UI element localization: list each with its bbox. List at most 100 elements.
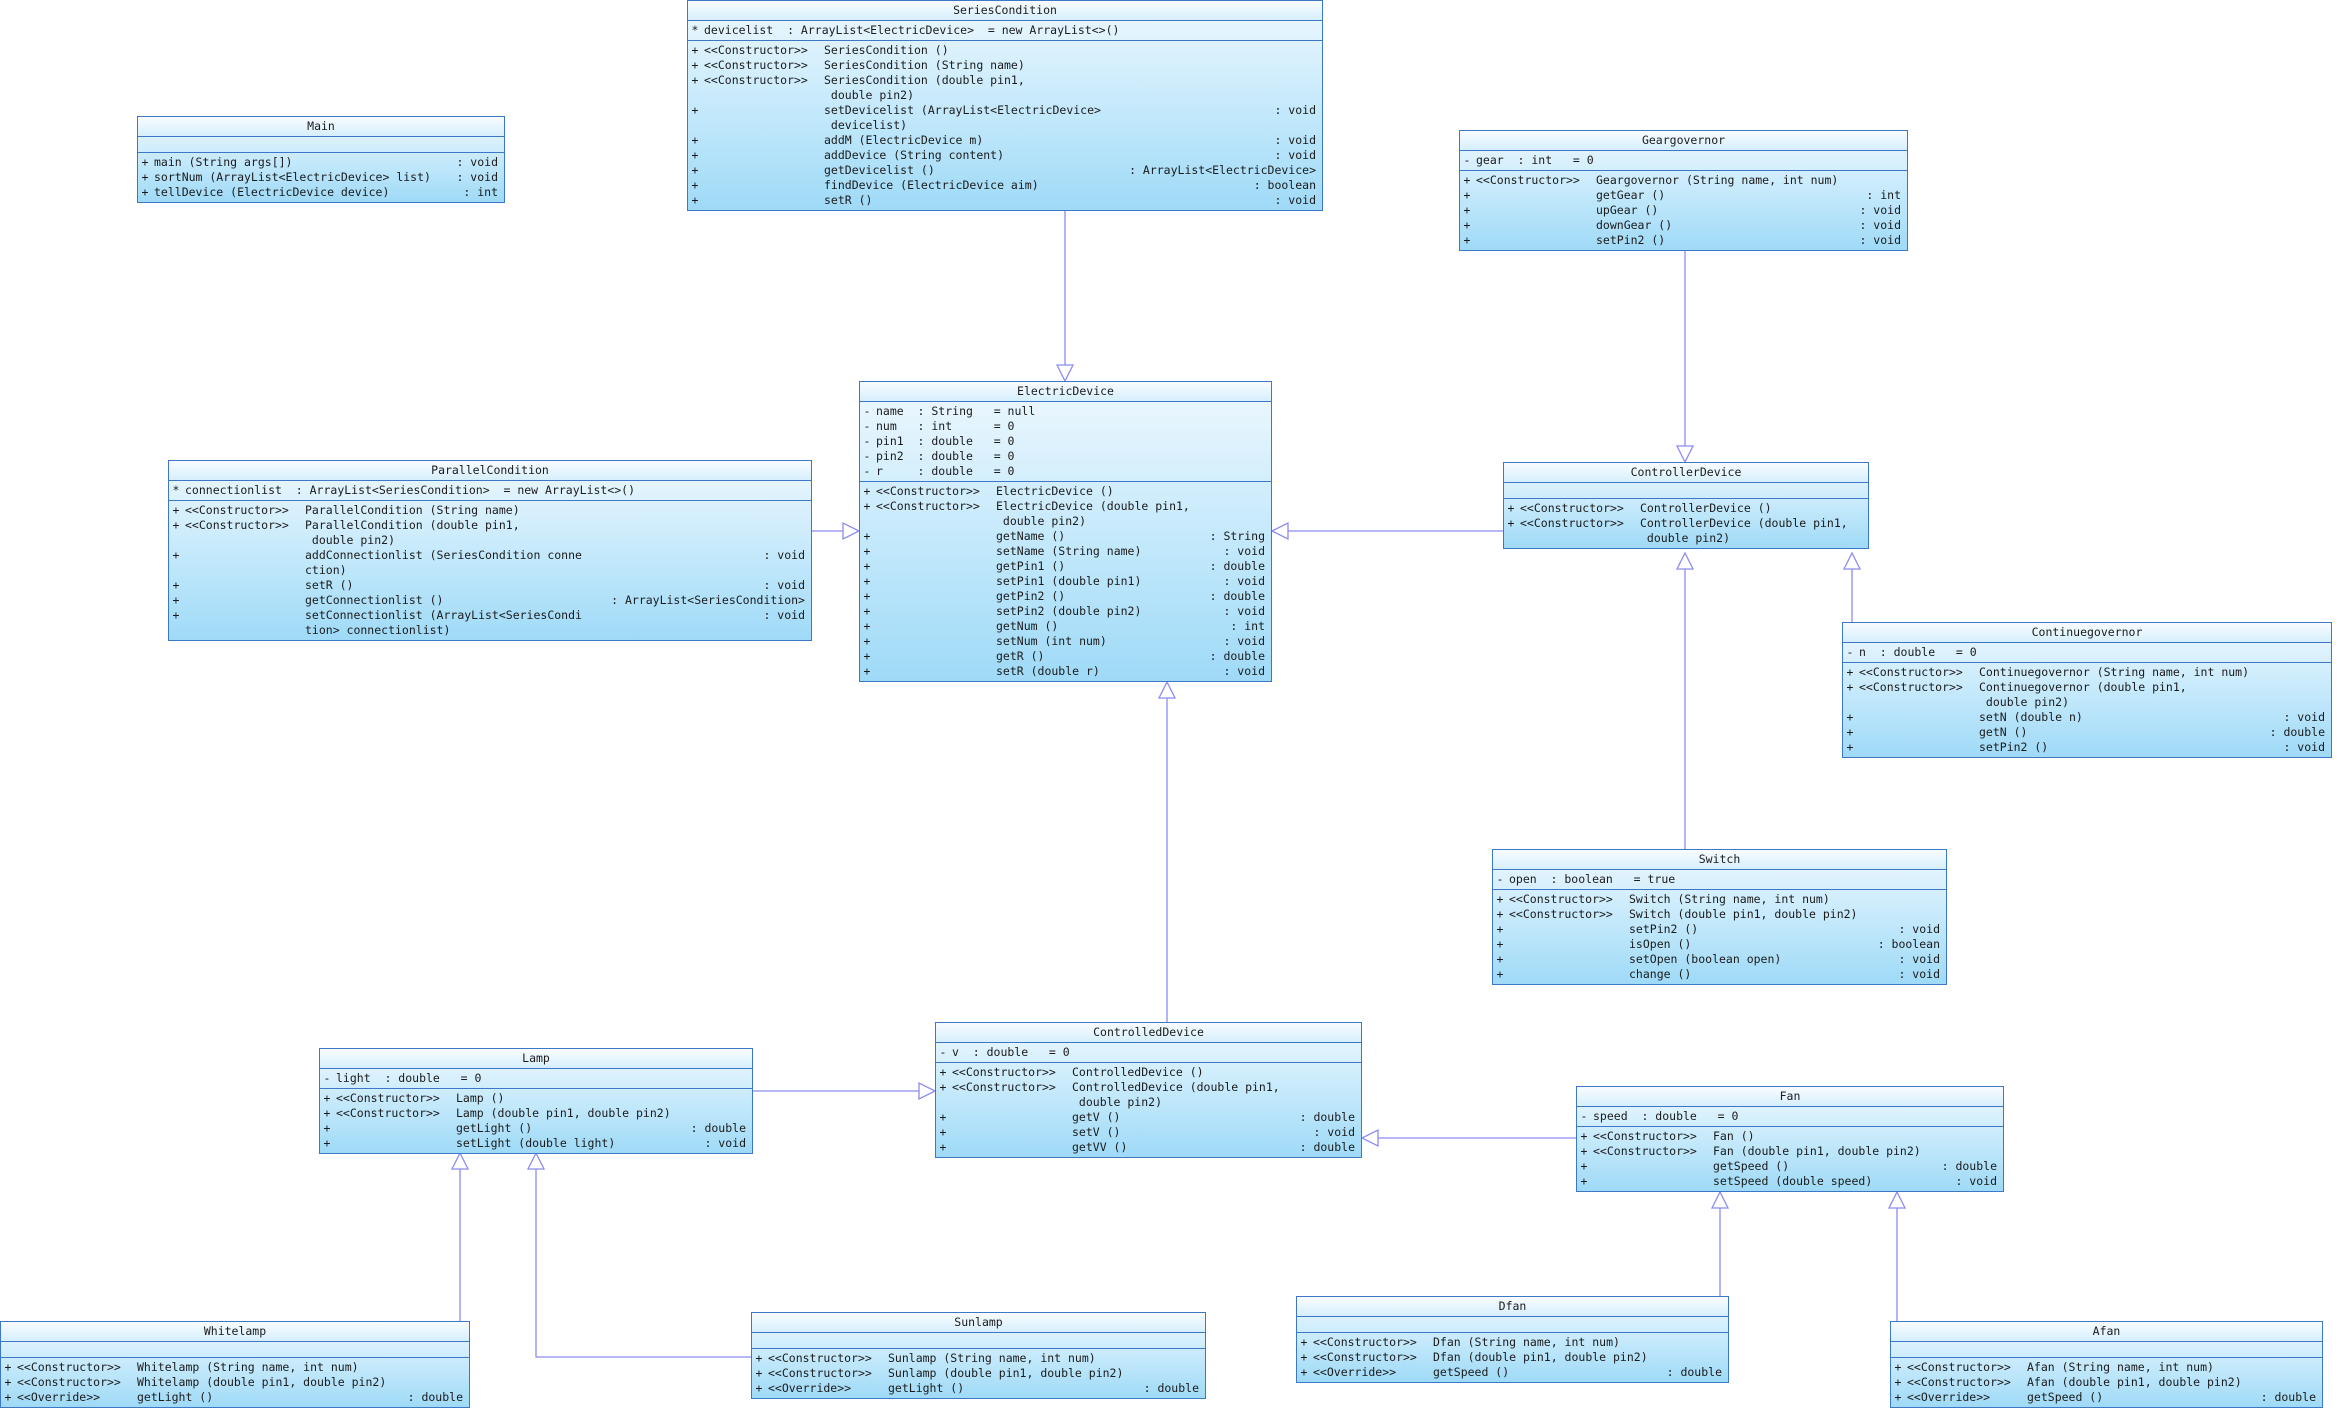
attributes-section: -gear : int = 0: [1460, 151, 1907, 171]
class-seriescondition[interactable]: SeriesCondition*devicelist : ArrayList<E…: [687, 0, 1323, 211]
class-switch[interactable]: Switch-open : boolean = true+<<Construct…: [1492, 849, 1947, 985]
return-type: : double: [1209, 589, 1265, 603]
class-parallelcondition[interactable]: ParallelCondition*connectionlist : Array…: [168, 460, 812, 641]
operation-row: +<<Constructor>>Sunlamp (double pin1, do…: [752, 1366, 1205, 1381]
generalization-arrowhead: [1887, 1190, 1907, 1209]
stereotype: <<Constructor>>: [1313, 1350, 1417, 1364]
operation-signature: getSpeed (): [1713, 1159, 1790, 1173]
attribute-row: -r : double = 0: [860, 464, 1271, 479]
operation-row: +setOpen (boolean open): void: [1493, 952, 1946, 967]
class-fan[interactable]: Fan-speed : double = 0+<<Constructor>>Fa…: [1576, 1086, 2004, 1192]
visibility-marker: +: [691, 193, 699, 207]
visibility-marker: +: [172, 548, 180, 562]
attributes-section: [1891, 1342, 2322, 1358]
visibility-marker: +: [691, 58, 699, 72]
class-electricdevice[interactable]: ElectricDevice-name : String = null-num …: [859, 381, 1272, 682]
visibility-marker: [169, 563, 183, 578]
return-type: : void: [1898, 967, 1940, 981]
return-type: : int: [1230, 619, 1265, 633]
class-continuegovernor[interactable]: Continuegovernor-n : double = 0+<<Constr…: [1842, 622, 2332, 758]
operation-row: double pin2): [169, 533, 811, 548]
return-type: [1355, 1095, 1361, 1110]
attribute-row: -n : double = 0: [1843, 645, 2331, 660]
operation-signature: setPin2 (): [1979, 740, 2049, 754]
visibility-marker: -: [939, 1045, 947, 1059]
operation-signature: ControlledDevice (): [1072, 1065, 1204, 1079]
visibility-marker: +: [1496, 952, 1504, 966]
operation-row: +getR (): double: [860, 649, 1271, 664]
operation-signature: upGear (): [1596, 203, 1659, 217]
attributes-section: -n : double = 0: [1843, 643, 2331, 663]
attributes-section: [1, 1342, 469, 1358]
class-controlleddevice[interactable]: ControlledDevice-v : double = 0+<<Constr…: [935, 1022, 1362, 1158]
operations-section: +<<Constructor>>Dfan (String name, int n…: [1297, 1333, 1728, 1382]
operation-signature: Whitelamp (String name, int num): [137, 1360, 359, 1374]
operation-signature: setSpeed (double speed): [1713, 1174, 1873, 1188]
return-type: [1355, 1080, 1361, 1095]
operation-signature: addM (ElectricDevice m): [824, 133, 984, 147]
attribute-text: pin2 : double = 0: [876, 449, 1015, 463]
stereotype: [183, 548, 305, 563]
operation-signature: getN (): [1979, 725, 2028, 739]
operation-row: +upGear (): void: [1460, 203, 1907, 218]
stereotype: [874, 589, 996, 604]
stereotype: [183, 578, 305, 593]
return-type: [1997, 1129, 2003, 1144]
visibility-marker: +: [691, 103, 699, 117]
visibility-marker: +: [323, 1106, 331, 1120]
stereotype: [702, 178, 824, 193]
return-type: [463, 1375, 469, 1390]
operation-row: +<<Constructor>>Sunlamp (String name, in…: [752, 1351, 1205, 1366]
class-name: Fan: [1577, 1087, 2003, 1107]
operation-row: +getVV (): double: [936, 1140, 1361, 1155]
visibility-marker: -: [1463, 153, 1471, 167]
class-main[interactable]: Main+main (String args[]): void+sortNum …: [137, 116, 505, 203]
return-type: : boolean: [1253, 178, 1316, 192]
stereotype: <<Override>>: [1313, 1365, 1397, 1379]
stereotype: [1474, 218, 1596, 233]
operation-row: +<<Constructor>>Continuegovernor (String…: [1843, 665, 2331, 680]
return-type: [463, 1360, 469, 1375]
operation-row: +getConnectionlist (): ArrayList<SeriesC…: [169, 593, 811, 608]
generalization-arrowhead: [1710, 1190, 1730, 1209]
visibility-marker: +: [863, 604, 871, 618]
stereotype: [1857, 695, 1979, 710]
class-afan[interactable]: Afan+<<Constructor>>Afan (String name, i…: [1890, 1321, 2323, 1408]
operation-row: +setDevicelist (ArrayList<ElectricDevice…: [688, 103, 1322, 118]
visibility-marker: [936, 1095, 950, 1110]
class-lamp[interactable]: Lamp-light : double = 0+<<Constructor>>L…: [319, 1048, 753, 1154]
operation-signature: getDevicelist (): [824, 163, 935, 177]
stereotype: <<Constructor>>: [704, 58, 808, 72]
visibility-marker: -: [323, 1071, 331, 1085]
operations-section: +<<Constructor>>ElectricDevice ()+<<Cons…: [860, 482, 1271, 681]
visibility-marker: +: [1580, 1144, 1588, 1158]
edge-line: [535, 1169, 751, 1358]
class-sunlamp[interactable]: Sunlamp+<<Constructor>>Sunlamp (String n…: [751, 1312, 1206, 1399]
class-dfan[interactable]: Dfan+<<Constructor>>Dfan (String name, i…: [1296, 1296, 1729, 1383]
class-name: Afan: [1891, 1322, 2322, 1342]
operation-row: +setPin2 (): void: [1493, 922, 1946, 937]
visibility-marker: +: [1463, 188, 1471, 202]
operation-signature: getVV (): [1072, 1140, 1128, 1154]
class-whitelamp[interactable]: Whitelamp+<<Constructor>>Whitelamp (Stri…: [0, 1321, 470, 1408]
operation-row: +sortNum (ArrayList<ElectricDevice> list…: [138, 170, 504, 185]
visibility-marker: +: [1894, 1375, 1902, 1389]
operation-signature: getName (): [996, 529, 1066, 543]
stereotype: [1857, 740, 1979, 755]
generalization-arrowhead: [1675, 551, 1695, 570]
generalization-arrowhead: [526, 1151, 546, 1170]
return-type: [805, 533, 811, 548]
operation-signature: getGear (): [1596, 188, 1666, 202]
class-controllerdevice[interactable]: ControllerDevice+<<Constructor>>Controll…: [1503, 462, 1869, 549]
generalization-arrowhead: [450, 1151, 470, 1170]
operation-signature: Dfan (double pin1, double pin2): [1433, 1350, 1648, 1364]
visibility-marker: +: [4, 1390, 12, 1404]
operation-signature: downGear (): [1596, 218, 1673, 232]
stereotype: [1474, 203, 1596, 218]
class-name: Switch: [1493, 850, 1946, 870]
operations-section: +<<Constructor>>Fan ()+<<Constructor>>Fa…: [1577, 1127, 2003, 1191]
stereotype: <<Constructor>>: [704, 43, 808, 57]
class-geargovernor[interactable]: Geargovernor-gear : int = 0+<<Constructo…: [1459, 130, 1908, 251]
return-type: [1316, 118, 1322, 133]
operation-row: +getPin1 (): double: [860, 559, 1271, 574]
